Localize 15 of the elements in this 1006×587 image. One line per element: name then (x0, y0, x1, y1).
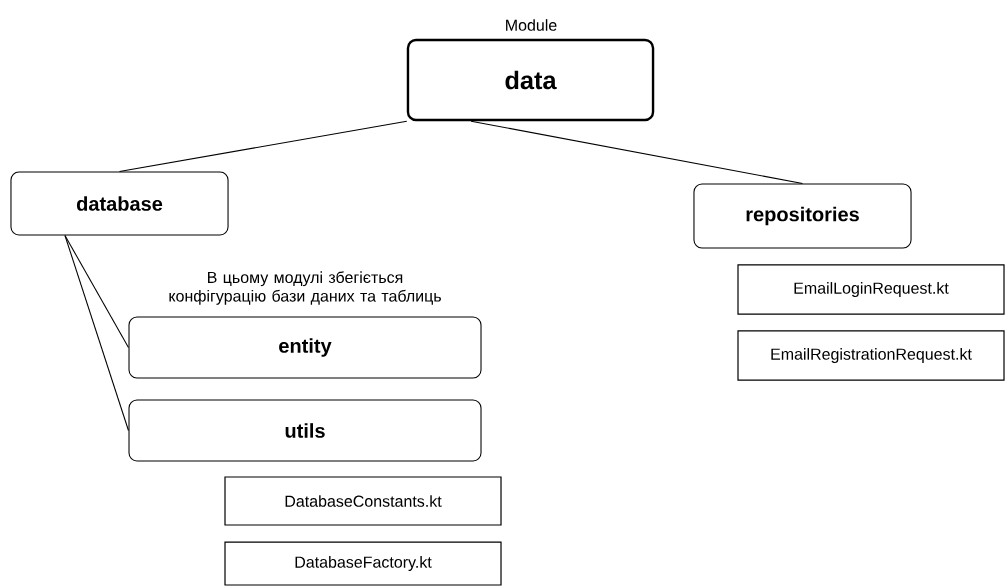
package-box: repositories (693, 183, 912, 249)
package-box: entity (128, 316, 482, 379)
file-box: EmailLoginRequest.kt (737, 264, 1005, 315)
annotation: Module (506, 19, 557, 31)
connector-line (118, 120, 408, 173)
annotation: В цьому модулі збегіється конфігурацію бази даних та таблиць (169, 271, 441, 305)
file-box: DatabaseFactory.kt (224, 541, 502, 586)
connector-line (64, 234, 129, 432)
package-box: database (10, 171, 229, 236)
package-box: utils (128, 399, 482, 462)
file-box: DatabaseConstants.kt (224, 476, 502, 526)
file-box: EmailRegistrationRequest.kt (737, 330, 1005, 381)
connector-line (470, 120, 804, 184)
connector-line (64, 234, 129, 349)
module-box: data (406, 38, 655, 122)
